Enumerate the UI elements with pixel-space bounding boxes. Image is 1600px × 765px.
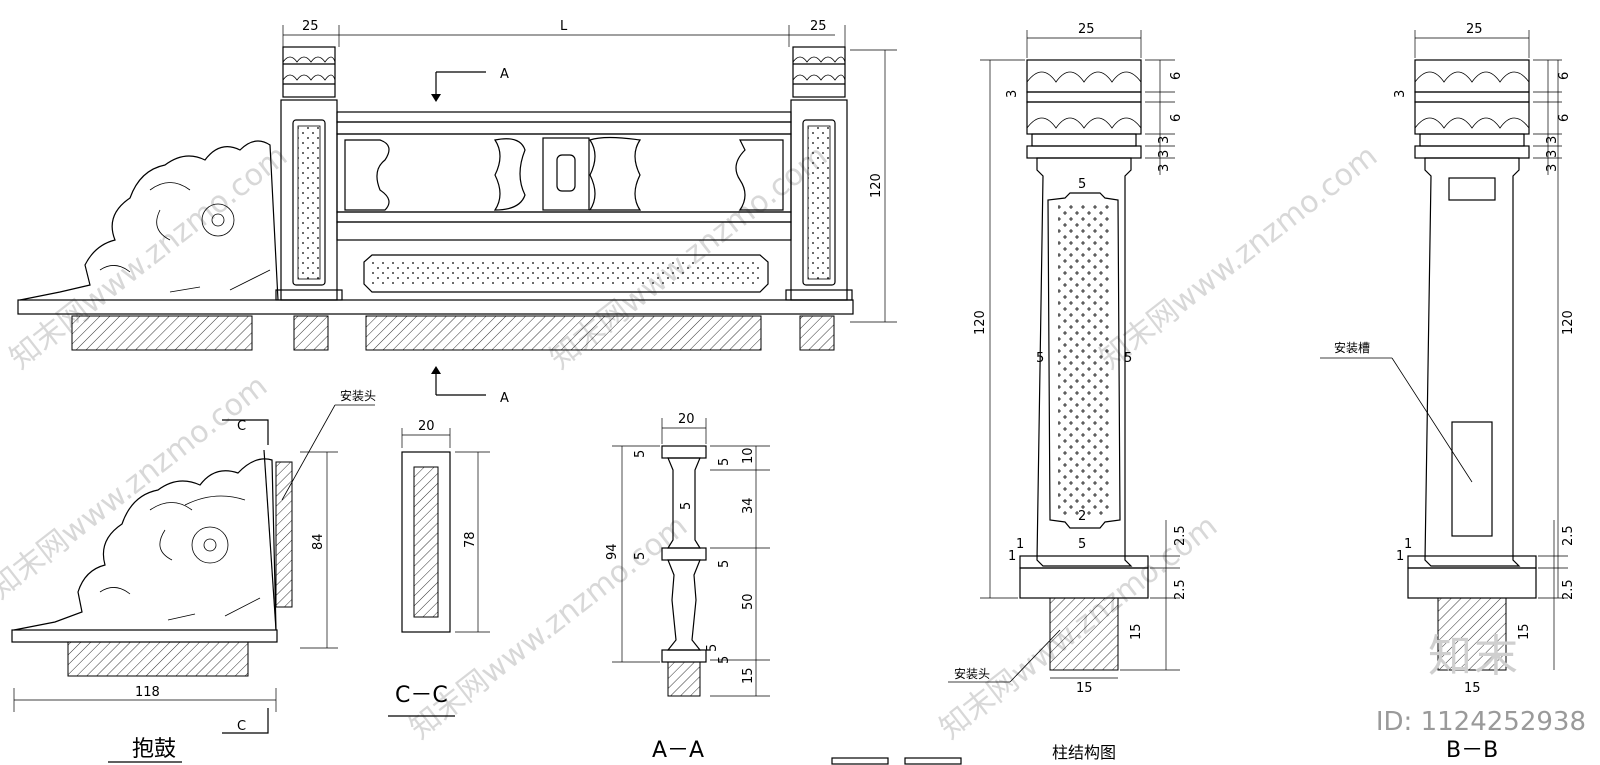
dim-col-120: 120 bbox=[973, 310, 988, 335]
title-bb: B－B bbox=[1446, 738, 1498, 763]
section-a-top: A bbox=[500, 67, 509, 82]
dim-cc-78: 78 bbox=[463, 531, 478, 548]
dim-col-3c: 3 bbox=[1157, 150, 1172, 158]
dim-aa-5g: 5 bbox=[717, 656, 732, 664]
baogu-detail: C C 安装头 84 118 抱鼓 bbox=[11, 388, 376, 763]
dim-col-25b: 2.5 bbox=[1173, 579, 1188, 600]
dim-col-5-top: 5 bbox=[1078, 177, 1086, 192]
install-head-label-1: 安装头 bbox=[340, 388, 376, 403]
c-marker-bot: C bbox=[237, 719, 246, 734]
dim-col-3b: 3 bbox=[1157, 136, 1172, 144]
brand-watermark: 知末 bbox=[1428, 631, 1520, 682]
dim-col-15a: 15 bbox=[1129, 623, 1144, 640]
section-aa: 20 94 10 34 50 15 5 5 5 5 5 5 5 A－A bbox=[605, 412, 770, 763]
column-structure: 25 120 3 1 1 5 5 5 2 5 6 6 3 3 3 2.5 2.5… bbox=[948, 22, 1188, 762]
install-head-label-2: 安装头 bbox=[954, 666, 990, 681]
dim-bb-120: 120 bbox=[1561, 310, 1576, 335]
dim-col-2: 2 bbox=[1078, 509, 1086, 524]
dim-118: 118 bbox=[135, 685, 160, 700]
dim-aa-20: 20 bbox=[678, 412, 695, 427]
dim-aa-5b: 5 bbox=[717, 458, 732, 466]
dim-bb-3b: 3 bbox=[1545, 136, 1560, 144]
dim-col-25: 25 bbox=[1078, 22, 1095, 37]
svg-text:知末网www.znzmo.com: 知末网www.znzmo.com bbox=[403, 508, 694, 746]
dim-aa-5e: 5 bbox=[717, 560, 732, 568]
dim-bb-6b: 6 bbox=[1557, 114, 1572, 122]
dim-bb-6a: 6 bbox=[1557, 72, 1572, 80]
dim-L: L bbox=[560, 19, 568, 34]
dim-col-6a: 6 bbox=[1169, 72, 1184, 80]
dim-25-left: 25 bbox=[302, 19, 319, 34]
dim-col-3a: 3 bbox=[1005, 90, 1020, 98]
dim-cc-20: 20 bbox=[418, 419, 435, 434]
title-column: 柱结构图 bbox=[1052, 743, 1116, 762]
title-baogu: 抱鼓 bbox=[132, 737, 176, 762]
dim-aa-10: 10 bbox=[741, 447, 756, 464]
dim-bb-25: 25 bbox=[1466, 22, 1483, 37]
dim-col-6b: 6 bbox=[1169, 114, 1184, 122]
dim-aa-5a: 5 bbox=[633, 450, 648, 458]
dim-aa-5d: 5 bbox=[633, 552, 648, 560]
c-marker-top: C bbox=[237, 419, 246, 434]
section-cc: 20 78 C－C bbox=[388, 419, 490, 717]
dim-bb-15b: 15 bbox=[1464, 681, 1481, 696]
title-aa: A－A bbox=[652, 738, 704, 763]
install-slot-label: 安装槽 bbox=[1334, 340, 1370, 355]
dim-120-main: 120 bbox=[869, 173, 884, 198]
svg-text:知末网www.znzmo.com: 知末网www.znzmo.com bbox=[0, 368, 274, 606]
dim-col-5-left: 5 bbox=[1036, 351, 1044, 366]
dim-col-5-right: 5 bbox=[1124, 351, 1132, 366]
section-bb: 25 6 6 3 3 3 3 120 2.5 2.5 15 15 1 1 安装槽… bbox=[1320, 22, 1576, 763]
dim-col-15b: 15 bbox=[1076, 681, 1093, 696]
dim-bb-3a: 3 bbox=[1393, 90, 1408, 98]
dim-84: 84 bbox=[311, 533, 326, 550]
dim-bb-15a: 15 bbox=[1517, 623, 1532, 640]
dim-aa-94: 94 bbox=[605, 543, 620, 560]
dim-aa-50: 50 bbox=[741, 593, 756, 610]
dim-bb-25b: 2.5 bbox=[1561, 579, 1576, 600]
dim-col-5-bot: 5 bbox=[1078, 537, 1086, 552]
railing-elevation: A A 25 L 25 120 bbox=[17, 19, 897, 406]
dim-aa-5f: 5 bbox=[705, 644, 720, 652]
dim-bb-3d: 3 bbox=[1545, 164, 1560, 172]
dim-col-1b: 1 bbox=[1008, 549, 1016, 564]
dim-aa-34: 34 bbox=[741, 497, 756, 514]
dim-25-right: 25 bbox=[810, 19, 827, 34]
dim-col-1a: 1 bbox=[1016, 537, 1024, 552]
dim-col-3d: 3 bbox=[1157, 164, 1172, 172]
dim-bb-3c: 3 bbox=[1545, 150, 1560, 158]
id-tag: ID: 1124252938 bbox=[1375, 707, 1586, 737]
dim-col-25a: 2.5 bbox=[1173, 525, 1188, 546]
dim-bb-1a: 1 bbox=[1404, 537, 1412, 552]
dim-bb-1b: 1 bbox=[1396, 549, 1404, 564]
dim-bb-25a: 2.5 bbox=[1561, 525, 1576, 546]
title-cc: C－C bbox=[395, 683, 448, 708]
dim-aa-5c: 5 bbox=[679, 502, 694, 510]
dim-aa-15: 15 bbox=[741, 667, 756, 684]
section-a-bot: A bbox=[500, 391, 509, 406]
